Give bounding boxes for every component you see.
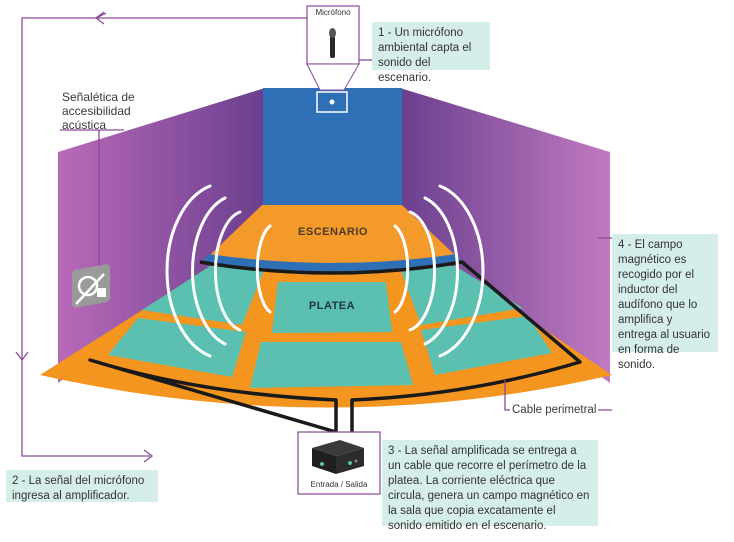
note-step-1: 1 - Un micrófono ambiental capta el soni… (372, 22, 490, 84)
microphone-icon (329, 28, 336, 58)
note-step-4: 4 - El campo magnético es recogido por e… (612, 234, 718, 371)
perimeter-cable (88, 260, 582, 434)
hearing-loop-sign-icon (72, 264, 110, 308)
signage-label: Señalética de accesibilidad acústica (62, 90, 135, 132)
stage-edge (203, 254, 462, 272)
stage-platform (210, 205, 455, 264)
note-step-3: 3 - La señal amplificada se entrega a un… (382, 440, 598, 532)
microphone-mount (306, 63, 360, 91)
left-wall (58, 88, 265, 383)
sound-waves-right (393, 184, 485, 358)
note-step-2: 2 - La señal del micrófono ingresa al am… (6, 470, 158, 502)
right-wall (400, 88, 610, 383)
amplifier-box-icon (312, 440, 364, 474)
microphone-label: Micrófono (315, 8, 351, 17)
sound-waves-left (165, 184, 272, 358)
seating-label: PLATEA (308, 300, 356, 312)
stage-label: ESCENARIO (298, 226, 368, 238)
amplifier-label: Entrada / Salida (310, 480, 368, 489)
cable-label: Cable perimetral (510, 404, 599, 416)
